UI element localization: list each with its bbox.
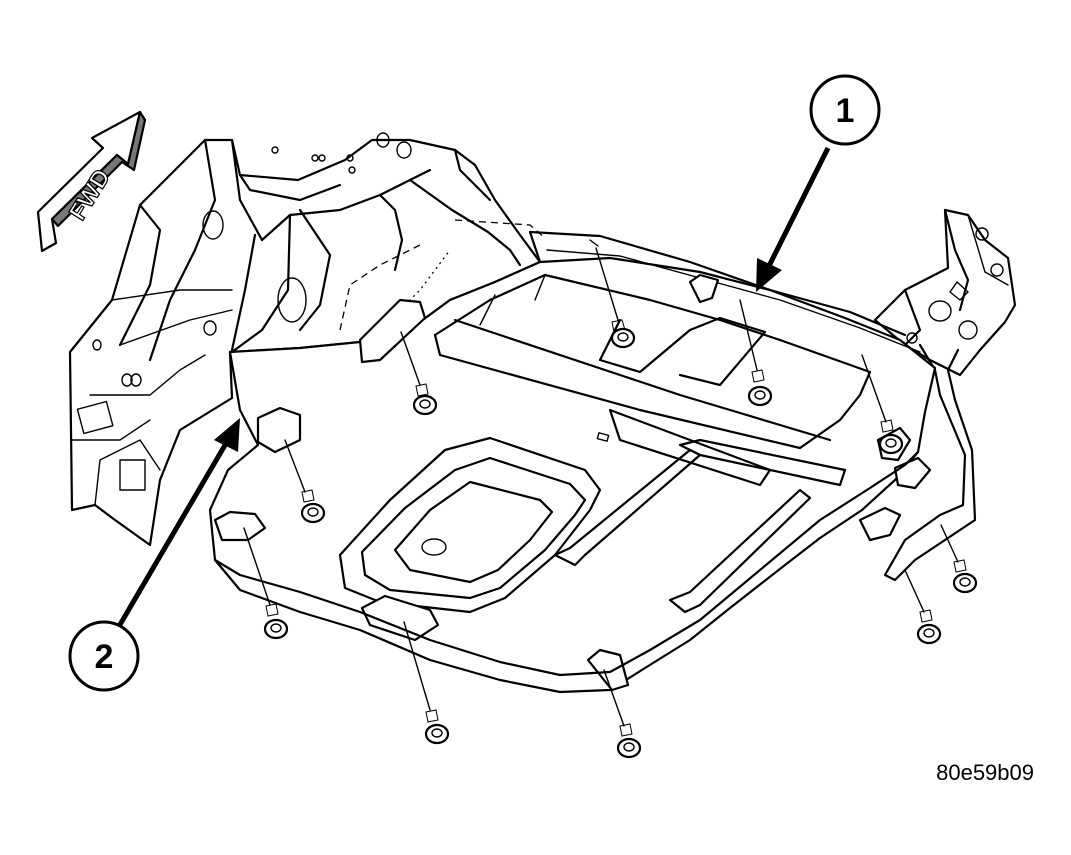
fasteners <box>243 247 978 759</box>
bolt <box>861 354 904 455</box>
callout-2-number: 2 <box>95 638 114 676</box>
callout-2-circle <box>68 620 140 692</box>
bolt <box>603 669 642 759</box>
callout-1-arrowhead <box>756 258 782 292</box>
right-bracket <box>873 208 1017 582</box>
callout-1: 1 <box>756 74 881 292</box>
bolt <box>595 247 636 349</box>
bolt <box>739 299 773 407</box>
callout-2-arrowhead <box>214 418 240 452</box>
callout-1-number: 1 <box>836 92 855 130</box>
callout-1-leader <box>765 146 831 270</box>
bolt <box>400 331 438 416</box>
callout-1-circle <box>809 74 881 146</box>
bolt <box>940 524 978 594</box>
callout-2-leader <box>115 438 231 630</box>
body-frame <box>68 132 546 547</box>
fwd-arrow: FWD <box>36 110 147 253</box>
bolt <box>403 621 450 745</box>
callout-2: 2 <box>68 418 240 692</box>
bolt <box>284 439 326 524</box>
figure-id: 80e59b09 <box>936 760 1034 785</box>
skid-plate <box>208 230 937 694</box>
bolt <box>243 527 289 640</box>
bolt <box>904 569 942 645</box>
